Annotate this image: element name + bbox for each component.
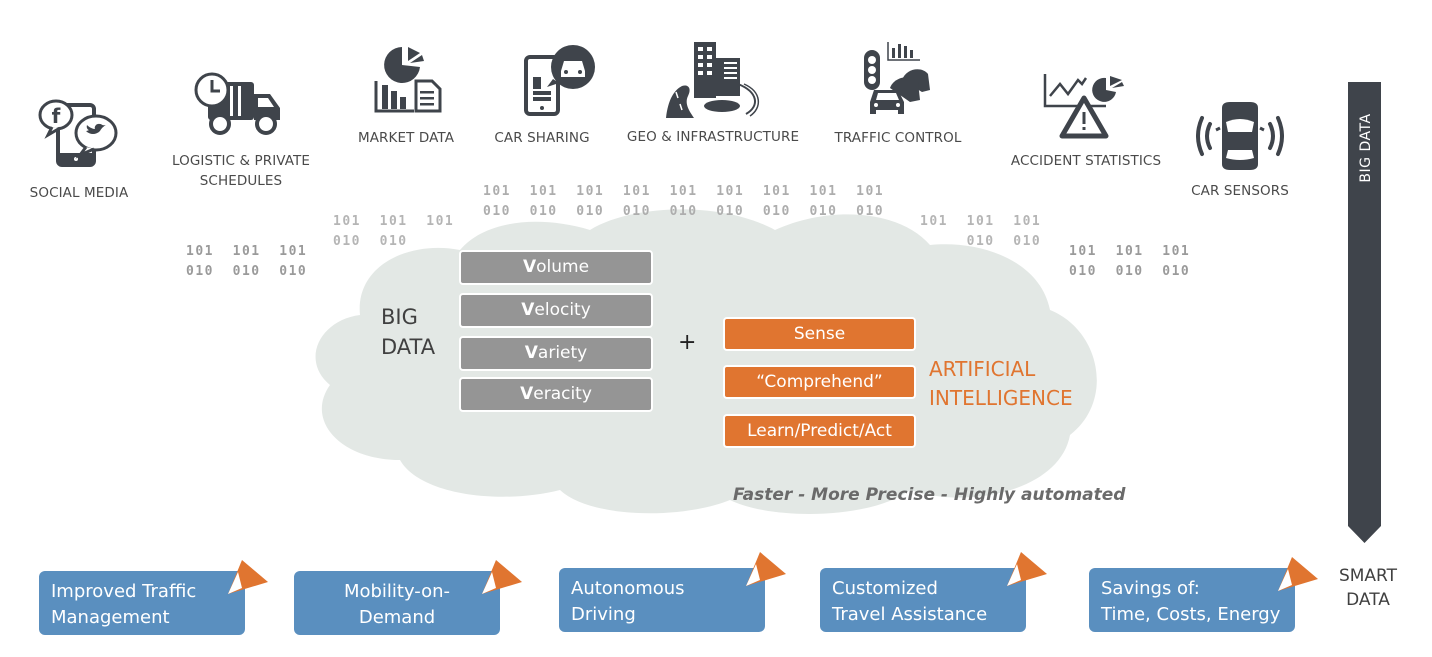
source-label-market-data: MARKET DATA: [357, 130, 455, 146]
outcome-box-traffic-management: Improved Traffic Management: [39, 571, 245, 635]
source-label-logistic: LOGISTIC & PRIVATE SCHEDULES: [171, 153, 311, 189]
artificial-intelligence-label: ARTIFICIAL INTELLIGENCE: [929, 357, 1073, 410]
outcome-box-autonomous-driving: Autonomous Driving: [559, 568, 765, 632]
orange-flag-icon: [228, 560, 268, 594]
big-to-smart-data-arrow: [1348, 82, 1381, 543]
traffic-light-cars-icon: [862, 40, 932, 116]
ai-box-sense: Sense: [723, 317, 916, 351]
outcome-box-mobility-on-demand: Mobility-on- Demand: [294, 571, 500, 635]
orange-flag-icon: [1007, 552, 1047, 586]
social-media-icon: f: [38, 97, 120, 167]
city-road-icon: [664, 40, 760, 118]
binary-stream: 101 101 101 010 010: [920, 214, 1042, 249]
v-box-velocity: Velocity: [459, 293, 653, 328]
chart-warning-icon: [1042, 72, 1126, 140]
binary-stream: 101 101 101 010 010 010: [1069, 244, 1191, 279]
arrow-top-label: BIG DATA: [1358, 113, 1374, 183]
v-box-veracity: Veracity: [459, 377, 653, 412]
orange-flag-icon: [746, 552, 786, 586]
tagline: Faster - More Precise - Highly automated: [733, 485, 1126, 505]
binary-stream: 101 101 101 101 101 101 101 101 101 010 …: [483, 184, 885, 219]
v-box-volume: Volume: [459, 250, 653, 285]
car-sensor-waves-icon: [1196, 102, 1284, 170]
market-chart-document-icon: [374, 45, 442, 113]
outcome-box-savings: Savings of: Time, Costs, Energy: [1089, 568, 1295, 632]
source-label-accident-statistics: ACCIDENT STATISTICS: [1010, 153, 1162, 169]
v-box-variety: Variety: [459, 336, 653, 371]
source-label-geo: GEO & INFRASTRUCTURE: [626, 129, 800, 145]
source-label-social-media: SOCIAL MEDIA: [29, 185, 129, 201]
source-label-car-sharing: CAR SHARING: [494, 130, 590, 146]
svg-text:f: f: [52, 104, 61, 128]
outcome-box-travel-assistance: Customized Travel Assistance: [820, 568, 1026, 632]
big-data-label: BIG DATA: [381, 305, 436, 359]
source-label-car-sensors: CAR SENSORS: [1191, 183, 1289, 199]
ai-box-learn-predict-act: Learn/Predict/Act: [723, 414, 916, 448]
arrow-bottom-label: SMART DATA: [1338, 566, 1398, 610]
source-label-traffic-control: TRAFFIC CONTROL: [834, 130, 962, 146]
ai-box-comprehend: “Comprehend”: [723, 365, 916, 399]
orange-flag-icon: [1278, 557, 1318, 591]
phone-car-bubble-icon: [523, 43, 597, 117]
plus-sign: +: [678, 330, 697, 355]
binary-stream: 101 101 101 010 010: [333, 214, 455, 249]
binary-stream: 101 101 101 010 010 010: [186, 244, 308, 279]
orange-flag-icon: [482, 560, 522, 594]
delivery-truck-clock-icon: [194, 72, 284, 136]
